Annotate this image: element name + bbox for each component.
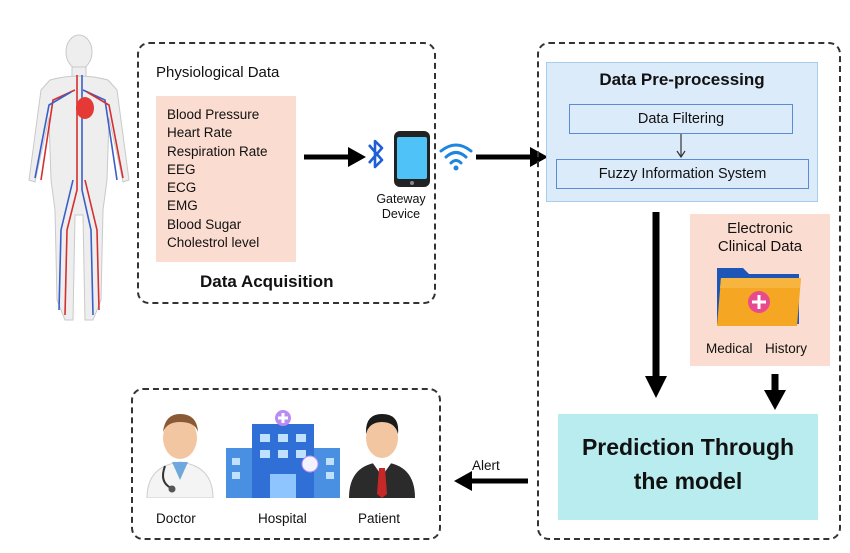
gateway-label-line1: Gateway bbox=[376, 192, 426, 206]
medical-folder-icon bbox=[717, 268, 801, 326]
signal-item: Heart Rate bbox=[167, 125, 233, 141]
data-filtering-label: Data Filtering bbox=[637, 111, 725, 127]
signal-item: Respiration Rate bbox=[167, 143, 268, 159]
medical-caption: Medical bbox=[706, 341, 753, 356]
signal-list-box bbox=[156, 96, 296, 262]
history-caption: History bbox=[765, 341, 808, 356]
arrow-filter-to-fuzzy bbox=[676, 134, 686, 159]
signal-item: ECG bbox=[167, 180, 197, 196]
fuzzy-system-box: Fuzzy Information System bbox=[556, 159, 809, 189]
arrow-clinical-to-prediction bbox=[764, 374, 786, 410]
fuzzy-system-label: Fuzzy Information System bbox=[598, 166, 767, 182]
prediction-box bbox=[558, 414, 818, 520]
preprocessing-title: Data Pre-processing bbox=[599, 70, 765, 89]
recipients-panel bbox=[131, 388, 441, 540]
signal-item: EMG bbox=[167, 198, 198, 214]
hospital-label: Hospital bbox=[258, 511, 307, 526]
gateway-label-line2: Device bbox=[381, 207, 421, 221]
alert-label: Alert bbox=[472, 458, 500, 473]
clinical-title-line2: Clinical Data bbox=[717, 238, 803, 255]
signal-item: Cholestrol level bbox=[167, 235, 260, 251]
gateway-device-label: Gateway Device bbox=[363, 192, 439, 222]
patient-label: Patient bbox=[358, 511, 401, 526]
signal-item: EEG bbox=[167, 161, 196, 177]
signal-item: Blood Sugar bbox=[167, 216, 242, 232]
arrow-to-prediction bbox=[645, 212, 667, 398]
hospital-icon bbox=[226, 410, 340, 498]
processing-panel bbox=[537, 42, 841, 540]
alert-arrow bbox=[454, 471, 528, 491]
patient-icon bbox=[349, 414, 415, 498]
preprocessing-box bbox=[546, 62, 818, 202]
data-acquisition-panel bbox=[137, 42, 436, 304]
signal-list: Blood Pressure Heart Rate Respiration Ra… bbox=[167, 106, 268, 252]
signal-item: Blood Pressure bbox=[167, 107, 260, 122]
data-filtering-box: Data Filtering bbox=[569, 104, 793, 134]
data-acquisition-title: Data Acquisition bbox=[200, 272, 334, 291]
arrow-to-preprocessing bbox=[476, 147, 548, 167]
arrow-to-gateway bbox=[304, 147, 366, 167]
doctor-icon bbox=[146, 414, 214, 498]
human-anatomy-figure bbox=[28, 34, 130, 321]
clinical-data-title: Electronic Clinical Data bbox=[690, 220, 830, 256]
doctor-label: Doctor bbox=[156, 511, 196, 526]
prediction-title: Prediction Through the model bbox=[558, 430, 818, 498]
wifi-icon bbox=[439, 143, 473, 171]
bluetooth-icon bbox=[368, 139, 384, 169]
prediction-line2: the model bbox=[633, 468, 743, 494]
smartphone-icon bbox=[394, 131, 430, 187]
prediction-line1: Prediction Through bbox=[581, 434, 795, 460]
clinical-title-line1: Electronic bbox=[727, 220, 793, 237]
physiological-data-heading: Physiological Data bbox=[156, 64, 280, 81]
